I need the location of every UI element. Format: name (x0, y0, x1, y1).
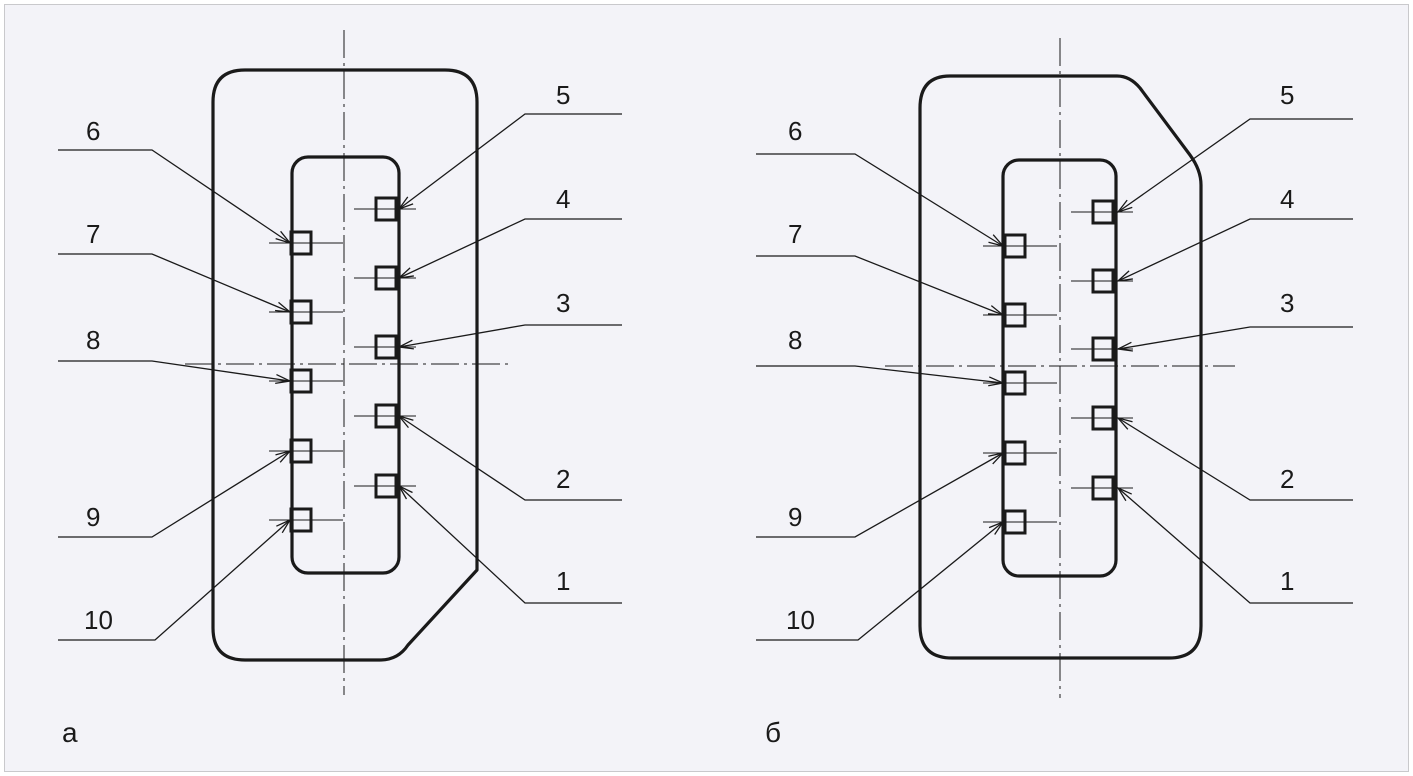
leader-line (58, 519, 291, 641)
pin-number-label: 2 (556, 464, 570, 494)
pin-number-label: 7 (788, 219, 802, 249)
arrowhead (397, 484, 413, 500)
arrowhead (1116, 486, 1132, 502)
leader-line (756, 521, 1004, 641)
pin-number-label: 2 (1280, 464, 1294, 494)
pin-number-label: 6 (788, 116, 802, 146)
pin-number-label: 1 (556, 566, 570, 596)
arrowhead (988, 234, 1005, 248)
leader-line (756, 153, 1004, 247)
pin-number-label: 6 (86, 116, 100, 146)
pin-number-label: 4 (1280, 184, 1294, 214)
leader-line (1117, 326, 1353, 350)
connector-slot-outline (290, 155, 401, 575)
arrowhead (275, 449, 292, 463)
arrowhead (275, 373, 293, 384)
leader-line (1117, 487, 1353, 604)
leader-line (58, 253, 291, 313)
pin-number-label: 9 (788, 502, 802, 532)
arrowhead (1116, 199, 1133, 214)
connector-figure (4, 4, 1409, 772)
pin-number-label: 8 (86, 325, 100, 355)
arrowhead (275, 301, 293, 313)
pin-number-label: 8 (788, 325, 802, 355)
leader-line (1117, 118, 1353, 213)
pin-number-label: 7 (86, 219, 100, 249)
arrowhead (1116, 416, 1133, 430)
leader-line (398, 485, 622, 604)
leader-line (398, 324, 622, 348)
leader-line (1117, 417, 1353, 501)
pin-number-label: 4 (556, 184, 570, 214)
arrowhead (988, 451, 1005, 465)
arrowhead (396, 339, 414, 350)
pin-number-label: 10 (84, 605, 113, 635)
arrowhead (397, 267, 414, 279)
arrowhead (1115, 341, 1133, 352)
leader-line (756, 452, 1004, 538)
panel-label: б (765, 717, 781, 748)
leader-line (58, 149, 291, 244)
leader-line (58, 360, 291, 382)
connector-panel-2: 1 2 3 4 5 6 7 8 9 10 б (756, 38, 1353, 748)
connector-body-outline (918, 74, 1203, 660)
arrowhead (275, 230, 292, 245)
arrowhead (1116, 270, 1133, 282)
arrowhead (988, 520, 1005, 535)
arrowhead (397, 196, 414, 211)
leader-line (756, 255, 1004, 316)
connector-panel-1: 1 2 3 4 5 6 7 8 9 10 а (58, 30, 622, 748)
pin-number-label: 5 (1280, 80, 1294, 110)
leader-line (398, 113, 622, 210)
pin-number-label: 3 (1280, 288, 1294, 318)
arrowhead (987, 305, 1006, 316)
pin-number-label: 10 (786, 605, 815, 635)
connector-body-outline (211, 68, 479, 662)
arrowhead (276, 518, 292, 534)
panel-label: а (62, 717, 78, 748)
leader-line (58, 450, 291, 538)
pin-number-label: 1 (1280, 566, 1294, 596)
leader-line (1117, 218, 1353, 282)
leader-line (398, 218, 622, 279)
pin-number-label: 9 (86, 502, 100, 532)
arrowhead (397, 414, 414, 429)
pin-number-label: 5 (556, 80, 570, 110)
leader-line (756, 365, 1004, 384)
arrowhead (988, 376, 1006, 387)
leader-line (398, 415, 622, 501)
pin-number-label: 3 (556, 288, 570, 318)
